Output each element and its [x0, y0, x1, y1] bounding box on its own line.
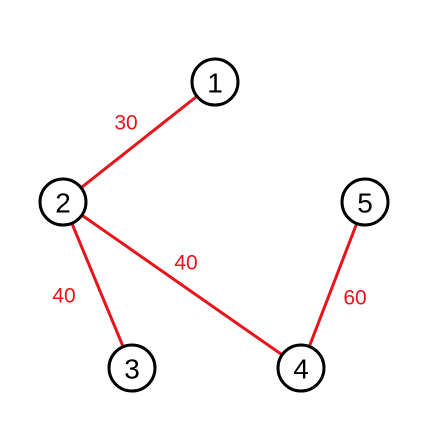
node-5: 5 [340, 177, 390, 227]
edge-weight-2-4: 40 [174, 252, 197, 275]
node-circle-4 [276, 343, 326, 393]
edge-2-3 [61, 200, 134, 370]
node-circle-5 [340, 177, 390, 227]
edge-2-4 [61, 200, 303, 370]
node-label-2: 2 [55, 188, 71, 219]
node-circle-1 [190, 57, 240, 107]
weights-layer: 30 40 40 60 [52, 112, 366, 310]
node-label-1: 1 [207, 68, 223, 99]
edge-weight-2-3: 40 [52, 285, 75, 308]
node-label-3: 3 [124, 354, 140, 385]
edges-layer [61, 80, 367, 370]
node-3: 3 [107, 343, 157, 393]
node-label-5: 5 [357, 188, 373, 219]
edge-1-2 [61, 80, 217, 204]
node-1: 1 [190, 57, 240, 107]
nodes-layer: 1 2 3 4 5 [38, 57, 390, 393]
node-4: 4 [276, 343, 326, 393]
edge-weight-4-5: 60 [343, 287, 366, 310]
node-2: 2 [38, 177, 88, 227]
node-circle-2 [38, 177, 88, 227]
node-circle-3 [107, 343, 157, 393]
node-label-4: 4 [293, 354, 309, 385]
edge-4-5 [299, 200, 367, 370]
edge-weight-1-2: 30 [114, 112, 137, 135]
